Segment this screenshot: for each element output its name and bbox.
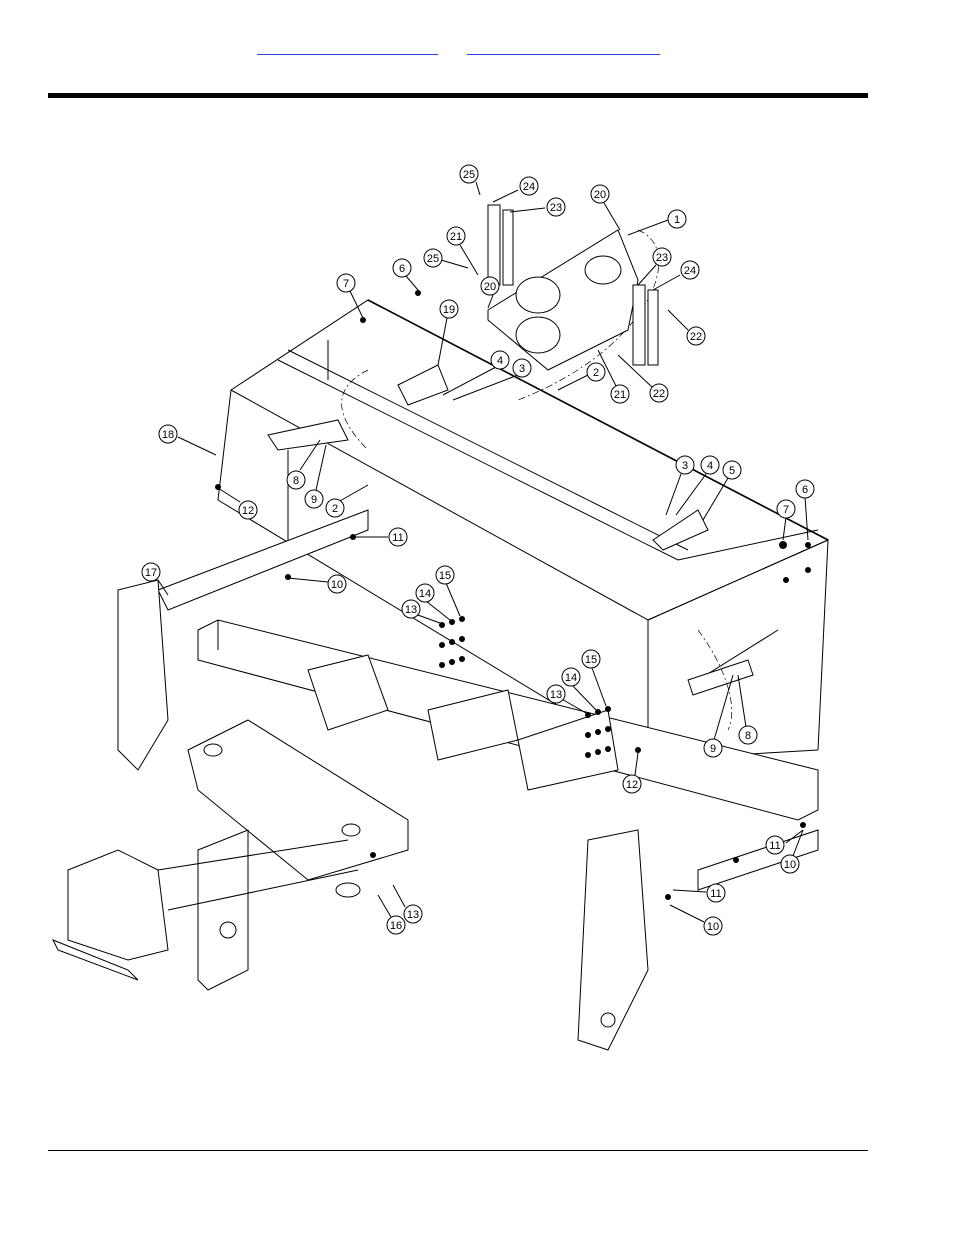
svg-text:20: 20 xyxy=(484,281,496,293)
svg-text:8: 8 xyxy=(293,475,299,487)
callout-16: 16 xyxy=(378,895,405,934)
callout-25-mid: 25 xyxy=(424,249,468,268)
svg-text:13: 13 xyxy=(407,909,419,921)
svg-text:15: 15 xyxy=(585,654,597,666)
svg-text:11: 11 xyxy=(392,532,403,544)
svg-text:25: 25 xyxy=(427,253,439,265)
svg-text:15: 15 xyxy=(439,570,451,582)
svg-text:3: 3 xyxy=(519,363,525,375)
svg-text:21: 21 xyxy=(450,231,462,243)
svg-text:11: 11 xyxy=(769,840,780,852)
svg-text:17: 17 xyxy=(145,567,157,579)
svg-text:4: 4 xyxy=(707,460,713,472)
svg-text:9: 9 xyxy=(311,494,317,506)
svg-text:22: 22 xyxy=(653,388,665,400)
svg-text:13: 13 xyxy=(550,689,562,701)
svg-text:25: 25 xyxy=(463,169,475,181)
svg-text:2: 2 xyxy=(593,367,599,379)
exploded-parts-diagram: 25 24 23 20 1 21 25 23 24 6 20 7 19 22 4… xyxy=(48,150,848,1070)
callout-23-top: 23 xyxy=(510,198,565,216)
svg-text:13: 13 xyxy=(405,604,417,616)
callout-10-left: 10 xyxy=(288,575,346,593)
svg-text:8: 8 xyxy=(745,730,751,742)
svg-text:23: 23 xyxy=(550,202,562,214)
svg-text:22: 22 xyxy=(690,331,702,343)
hitch-assembly xyxy=(53,720,408,990)
svg-text:12: 12 xyxy=(626,779,638,791)
header-link-1[interactable] xyxy=(257,44,438,55)
callout-8-right: 8 xyxy=(738,675,757,744)
svg-text:5: 5 xyxy=(729,465,735,477)
svg-text:9: 9 xyxy=(710,743,716,755)
svg-text:14: 14 xyxy=(419,588,431,600)
svg-text:16: 16 xyxy=(390,920,402,932)
header-link-2[interactable] xyxy=(467,44,660,55)
svg-text:14: 14 xyxy=(565,672,577,684)
mount-bracket-left xyxy=(488,205,513,285)
svg-text:24: 24 xyxy=(523,181,535,193)
svg-text:1: 1 xyxy=(674,214,680,226)
callout-25-top: 25 xyxy=(460,165,480,195)
callout-10-bottom: 10 xyxy=(670,905,722,935)
svg-text:24: 24 xyxy=(684,265,696,277)
svg-text:10: 10 xyxy=(707,921,719,933)
svg-text:20: 20 xyxy=(594,189,606,201)
svg-text:21: 21 xyxy=(614,389,626,401)
callout-22-right-top: 22 xyxy=(668,310,705,345)
svg-text:11: 11 xyxy=(710,888,721,900)
svg-text:2: 2 xyxy=(332,503,338,515)
footer-rule xyxy=(48,1150,868,1151)
svg-text:7: 7 xyxy=(343,278,349,290)
svg-text:10: 10 xyxy=(331,579,343,591)
svg-text:10: 10 xyxy=(784,859,796,871)
callout-23-right: 23 xyxy=(638,248,671,285)
svg-text:6: 6 xyxy=(802,484,808,496)
callout-6-left: 6 xyxy=(393,259,418,290)
svg-text:12: 12 xyxy=(242,505,254,517)
callout-20-top: 20 xyxy=(591,185,620,230)
mount-bracket-right xyxy=(633,285,658,365)
svg-text:18: 18 xyxy=(162,429,174,441)
callout-1: 1 xyxy=(628,210,686,235)
svg-text:7: 7 xyxy=(783,504,789,516)
svg-text:19: 19 xyxy=(443,304,455,316)
header-rule xyxy=(48,93,868,98)
callout-21-top: 21 xyxy=(447,227,478,275)
callout-20-mid: 20 xyxy=(481,277,499,308)
callout-18: 18 xyxy=(159,425,216,455)
svg-text:23: 23 xyxy=(656,252,668,264)
callout-2-top: 2 xyxy=(558,363,605,390)
svg-text:3: 3 xyxy=(682,460,688,472)
svg-text:4: 4 xyxy=(497,355,503,367)
svg-text:6: 6 xyxy=(399,263,405,275)
callout-24-top: 24 xyxy=(493,177,538,202)
